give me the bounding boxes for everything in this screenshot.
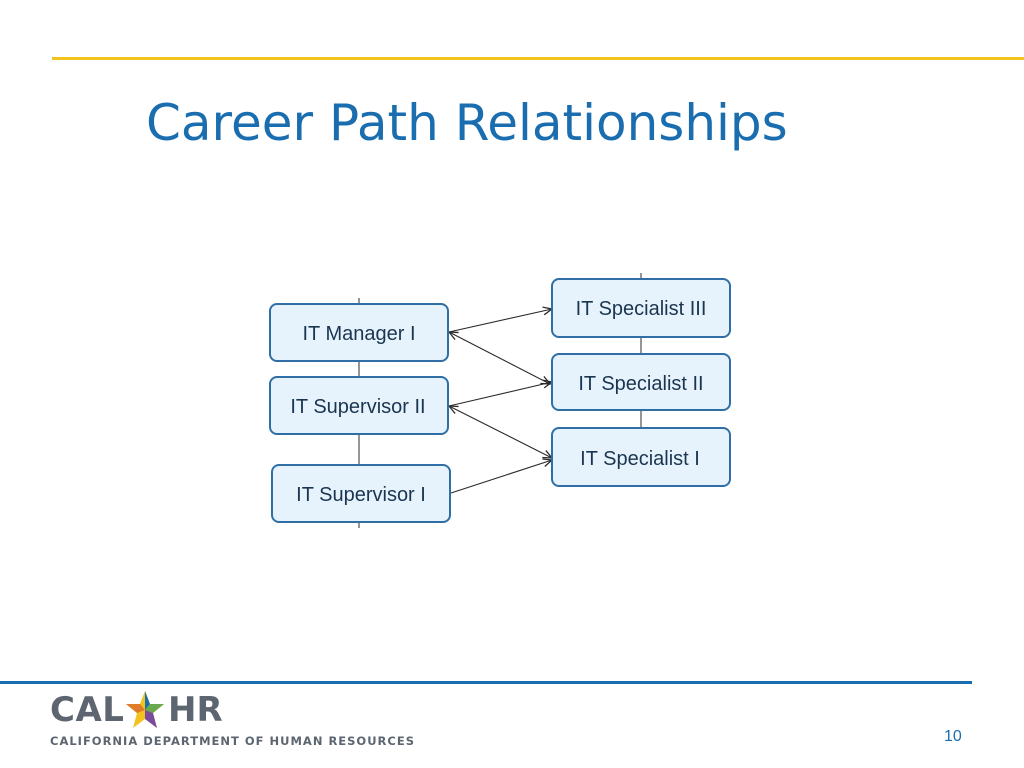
node-label: IT Specialist III xyxy=(576,298,707,320)
node-it-supervisor-1: IT Supervisor I xyxy=(271,464,451,523)
logo-subtitle: CALIFORNIA DEPARTMENT OF HUMAN RESOURCES xyxy=(50,734,415,748)
bottom-accent-rule xyxy=(0,681,972,684)
top-accent-rule xyxy=(52,57,1024,60)
page-number: 10 xyxy=(944,728,962,745)
node-it-manager-1: IT Manager I xyxy=(269,303,449,362)
node-label: IT Supervisor I xyxy=(296,484,426,506)
node-it-specialist-2: IT Specialist II xyxy=(551,353,731,411)
logo-wordmark-hr: HR xyxy=(168,690,223,730)
node-label: IT Specialist II xyxy=(578,373,703,395)
node-label: IT Manager I xyxy=(302,323,415,345)
star-icon xyxy=(126,691,164,728)
calhr-logo: CAL HR CALIFORNIA DEPARTMENT OF HUMAN RE… xyxy=(50,690,414,752)
connector-manager-specialist2 xyxy=(449,332,550,384)
connector-supervisor2-specialist1 xyxy=(449,406,552,458)
node-label: IT Specialist I xyxy=(580,448,700,470)
connector-supervisor2-specialist2 xyxy=(448,382,552,407)
logo-wordmark-cal: CAL xyxy=(50,690,125,730)
connector-supervisor1-specialist1 xyxy=(450,460,552,494)
node-it-specialist-3: IT Specialist III xyxy=(551,278,731,338)
slide-title: Career Path Relationships xyxy=(146,94,788,152)
node-it-specialist-1: IT Specialist I xyxy=(551,427,731,487)
node-label: IT Supervisor II xyxy=(290,396,425,418)
node-it-supervisor-2: IT Supervisor II xyxy=(269,376,449,435)
connector-manager-specialist3 xyxy=(448,309,552,333)
